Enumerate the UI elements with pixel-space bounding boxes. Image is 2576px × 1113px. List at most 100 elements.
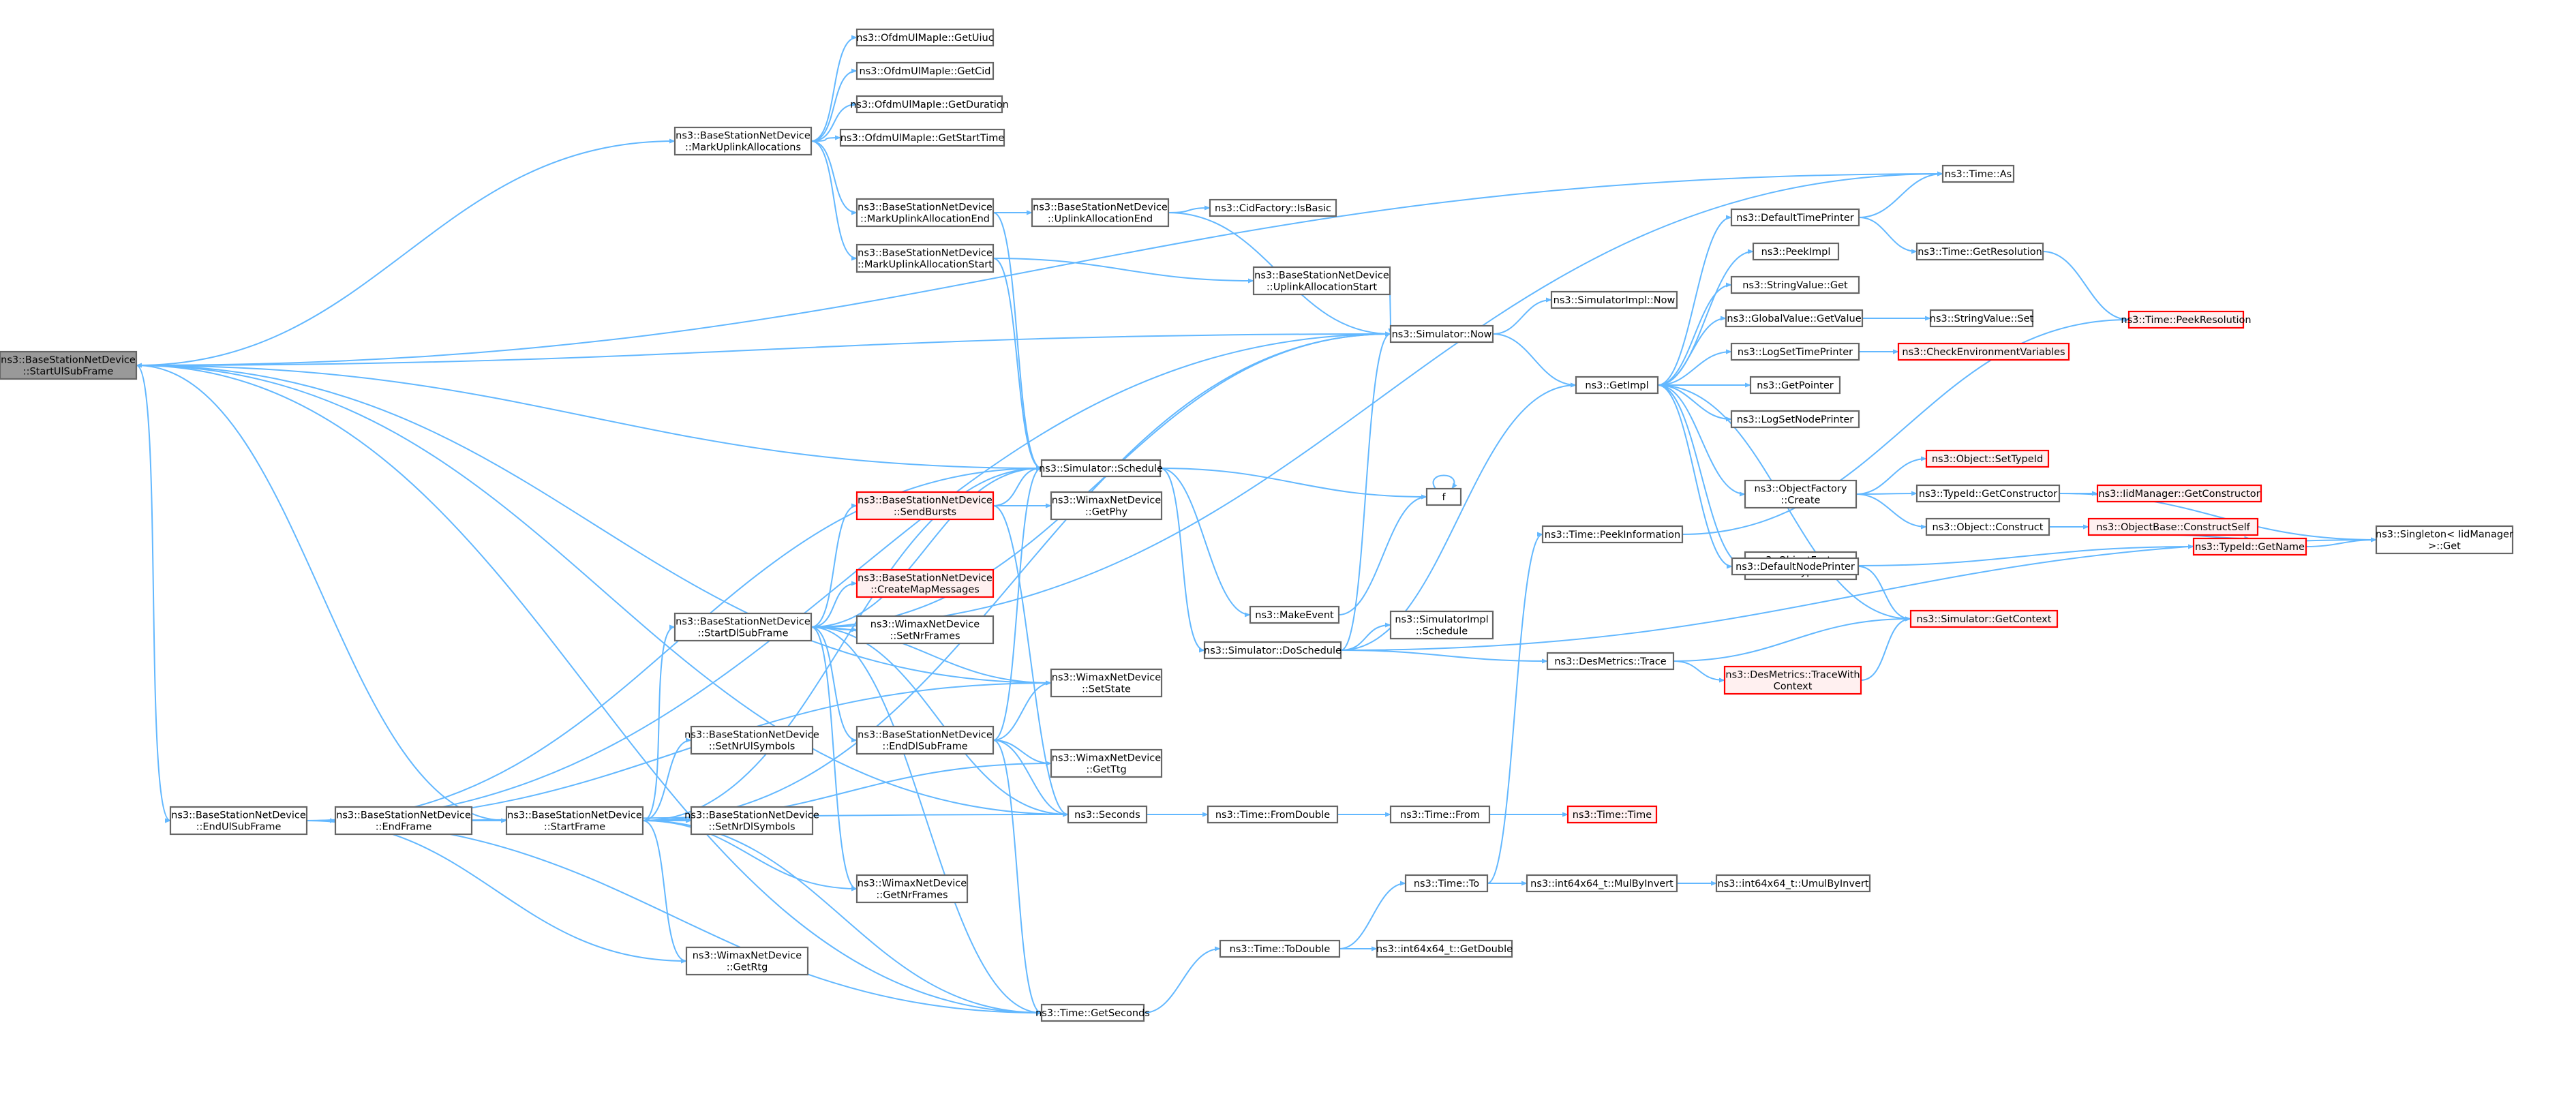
node-ns3-basestationnetdevice-startframe[interactable]: ns3::BaseStationNetDevice::StartFrame <box>505 806 644 836</box>
node-ns3-cidfactory-isbasic[interactable]: ns3::CidFactory::IsBasic <box>1209 198 1337 217</box>
node-label-line: ns3::TypeId::GetConstructor <box>1919 489 2057 500</box>
node-ns3-simulator-getcontext[interactable]: ns3::Simulator::GetContext <box>1909 609 2059 628</box>
edge-line <box>306 820 687 964</box>
node-ns3-makeevent[interactable]: ns3::MakeEvent <box>1249 605 1340 624</box>
node-ns3-object-construct[interactable]: ns3::Object::Construct <box>1925 517 2050 536</box>
node-ns3-checkenvironmentvariables[interactable]: ns3::CheckEnvironmentVariables <box>1897 342 2070 361</box>
node-ns3-time-to[interactable]: ns3::Time::To <box>1404 874 1489 893</box>
node-label-line: ::MarkUplinkAllocations <box>685 142 801 153</box>
node-ns3-wimaxnetdevice-getphy[interactable]: ns3::WimaxNetDevice::GetPhy <box>1050 491 1163 521</box>
node-ns3-time-as[interactable]: ns3::Time::As <box>1941 164 2015 183</box>
node-ns3-time-peekresolution[interactable]: ns3::Time::PeekResolution <box>2121 310 2252 329</box>
node-ns3-simulator-schedule[interactable]: ns3::Simulator::Schedule <box>1039 459 1163 478</box>
node-ns3-wimaxnetdevice-getnrframes[interactable]: ns3::WimaxNetDevice::GetNrFrames <box>855 874 969 904</box>
node-label-line: ns3::GetPointer <box>1757 380 1834 391</box>
edge-line <box>992 740 1042 1016</box>
node-layer: ns3::BaseStationNetDevice::StartUlSubFra… <box>0 28 2514 1022</box>
node-ns3-ofdmulmapie-getcid[interactable]: ns3::OfdmUlMapIe::GetCid <box>855 61 995 80</box>
node-ns3-basestationnetdevice-setnrdlsymbols[interactable]: ns3::BaseStationNetDevice::SetNrDlSymbol… <box>684 806 819 836</box>
node-box <box>855 568 995 598</box>
edge-n23-to-n42 <box>1657 384 1733 569</box>
node-ns3-seconds[interactable]: ns3::Seconds <box>1067 805 1148 824</box>
node-ns3-simulator-doschedule[interactable]: ns3::Simulator::DoSchedule <box>1203 641 1342 660</box>
node-ns3-defaulttimeprinter[interactable]: ns3::DefaultTimePrinter <box>1730 208 1860 227</box>
edge-n43-to-n26 <box>810 466 1042 628</box>
edge-line <box>642 624 676 821</box>
edge-line <box>136 171 1943 366</box>
node-ns3-objectfactory-create[interactable]: ns3::ObjectFactory::Create <box>1744 479 1858 509</box>
node-ns3-ofdmulmapie-getuiuc[interactable]: ns3::OfdmUlMapIe::GetUiuc <box>855 28 995 47</box>
node-ns3-time-getresolution[interactable]: ns3::Time::GetResolution <box>1915 242 2044 261</box>
node-box <box>855 243 995 273</box>
node-ns3-int64x64-t-mulbyinvert[interactable]: ns3::int64x64_t::MulByInvert <box>1526 874 1678 893</box>
node-ns3-globalvalue-getvalue[interactable]: ns3::GlobalValue::GetValue <box>1725 309 1864 328</box>
node-ns3-basestationnetdevice-uplinkallocationend[interactable]: ns3::BaseStationNetDevice::UplinkAllocat… <box>1031 198 1170 228</box>
edge-n0-to-n58 <box>136 365 1069 817</box>
node-f[interactable]: f <box>1425 487 1462 506</box>
node-ns3-basestationnetdevice-sendbursts[interactable]: ns3::BaseStationNetDevice::SendBursts <box>855 491 995 521</box>
node-ns3-basestationnetdevice-setnrulsymbols[interactable]: ns3::BaseStationNetDevice::SetNrUlSymbol… <box>684 725 819 755</box>
node-ns3-int64x64-t-getdouble[interactable]: ns3::int64x64_t::GetDouble <box>1376 939 1513 958</box>
node-ns3-desmetrics-trace[interactable]: ns3::DesMetrics::Trace <box>1546 652 1675 671</box>
node-ns3-time-time[interactable]: ns3::Time::Time <box>1566 805 1658 824</box>
node-label-line: ::MarkUplinkAllocationStart <box>858 260 992 271</box>
node-ns3-basestationnetdevice-uplinkallocationstart[interactable]: ns3::BaseStationNetDevice::UplinkAllocat… <box>1252 266 1391 296</box>
node-ns3-objectbase-constructself[interactable]: ns3::ObjectBase::ConstructSelf <box>2087 517 2259 536</box>
edge-n0-to-n5 <box>136 138 676 366</box>
node-box <box>1207 805 1339 824</box>
node-ns3-simulatorimpl-now[interactable]: ns3::SimulatorImpl::Now <box>1550 290 1678 309</box>
edge-line <box>1160 468 1427 500</box>
node-box <box>1752 242 1840 261</box>
node-ns3-basestationnetdevice-markuplinkallocationend[interactable]: ns3::BaseStationNetDevice::MarkUplinkAll… <box>855 198 995 228</box>
node-ns3-stringvalue-set[interactable]: ns3::StringValue::Set <box>1930 309 2034 328</box>
node-ns3-basestationnetdevice-markuplinkallocationstart[interactable]: ns3::BaseStationNetDevice::MarkUplinkAll… <box>855 243 995 273</box>
edge-line <box>1340 622 1391 651</box>
node-ns3-time-peekinformation[interactable]: ns3::Time::PeekInformation <box>1541 525 1684 544</box>
node-ns3-iidmanager-getconstructor[interactable]: ns3::IidManager::GetConstructor <box>2096 484 2262 503</box>
node-ns3-object-settypeid[interactable]: ns3::Object::SetTypeId <box>1925 449 2050 468</box>
node-ns3-logsettimeprinter[interactable]: ns3::LogSetTimePrinter <box>1730 342 1860 361</box>
node-ns3-basestationnetdevice-endframe[interactable]: ns3::BaseStationNetDevice::EndFrame <box>334 806 473 836</box>
node-label-line: >::Get <box>2428 541 2461 552</box>
node-ns3-basestationnetdevice-enddlsubframe[interactable]: ns3::BaseStationNetDevice::EndDlSubFrame <box>855 725 995 755</box>
node-ns3-simulator-now[interactable]: ns3::Simulator::Now <box>1389 324 1494 344</box>
node-ns3-time-fromdouble[interactable]: ns3::Time::FromDouble <box>1207 805 1339 824</box>
node-ns3-wimaxnetdevice-setstate[interactable]: ns3::WimaxNetDevice::SetState <box>1050 668 1163 698</box>
node-label-line: ns3::Time::PeekInformation <box>1545 530 1680 540</box>
node-ns3-typeid-getname[interactable]: ns3::TypeId::GetName <box>2192 537 2307 556</box>
node-ns3-getimpl[interactable]: ns3::GetImpl <box>1575 376 1659 395</box>
node-ns3-logsetnodeprinter[interactable]: ns3::LogSetNodePrinter <box>1730 410 1860 429</box>
edge-line <box>810 171 1943 628</box>
node-box <box>1031 198 1170 228</box>
node-ns3-wimaxnetdevice-getttg[interactable]: ns3::WimaxNetDevice::GetTtg <box>1050 748 1163 778</box>
node-ns3-wimaxnetdevice-setnrframes[interactable]: ns3::WimaxNetDevice::SetNrFrames <box>855 615 995 645</box>
edge-line <box>810 35 858 142</box>
node-box <box>855 28 995 47</box>
node-ns3-basestationnetdevice-endulsubframe[interactable]: ns3::BaseStationNetDevice::EndUlSubFrame <box>169 806 308 836</box>
node-box <box>1925 449 2050 468</box>
node-ns3-basestationnetdevice-startdlsubframe[interactable]: ns3::BaseStationNetDevice::StartDlSubFra… <box>673 612 813 642</box>
node-label-line: ns3::BaseStationNetDevice <box>858 495 992 506</box>
node-ns3-defaultnodeprinter[interactable]: ns3::DefaultNodePrinter <box>1731 557 1860 576</box>
node-ns3-ofdmulmapie-getduration[interactable]: ns3::OfdmUlMapIe::GetDuration <box>850 95 1009 114</box>
node-ns3-ofdmulmapie-getstarttime[interactable]: ns3::OfdmUlMapIe::GetStartTime <box>839 128 1005 147</box>
node-label-line: ns3::Time::GetSeconds <box>1035 1008 1150 1019</box>
node-box <box>855 725 995 755</box>
node-ns3-peekimpl[interactable]: ns3::PeekImpl <box>1752 242 1840 261</box>
node-ns3-stringvalue-get[interactable]: ns3::StringValue::Get <box>1730 275 1860 294</box>
node-ns3-getpointer[interactable]: ns3::GetPointer <box>1749 376 1841 395</box>
node-ns3-int64x64-t-umulbyinvert[interactable]: ns3::int64x64_t::UmulByInvert <box>1715 874 1871 893</box>
node-ns3-time-from[interactable]: ns3::Time::From <box>1389 805 1491 824</box>
node-ns3-wimaxnetdevice-getrtg[interactable]: ns3::WimaxNetDevice::GetRtg <box>685 946 809 976</box>
node-ns3-typeid-getconstructor[interactable]: ns3::TypeId::GetConstructor <box>1915 484 2061 503</box>
node-box <box>2127 310 2245 329</box>
edge-line <box>136 138 676 366</box>
node-ns3-simulatorimpl-schedule[interactable]: ns3::SimulatorImpl::Schedule <box>1389 610 1494 640</box>
node-ns3-time-todouble[interactable]: ns3::Time::ToDouble <box>1219 939 1341 958</box>
node-ns3-singleton-iidmanager-get[interactable]: ns3::Singleton< IidManager >::Get <box>2375 525 2514 555</box>
node-ns3-basestationnetdevice-createmapmessages[interactable]: ns3::BaseStationNetDevice::CreateMapMess… <box>855 568 995 598</box>
node-ns3-basestationnetdevice-startulsubframe[interactable]: ns3::BaseStationNetDevice::StartUlSubFra… <box>0 350 138 380</box>
node-ns3-time-getseconds[interactable]: ns3::Time::GetSeconds <box>1035 1003 1150 1022</box>
node-ns3-basestationnetdevice-markuplinkallocations[interactable]: ns3::BaseStationNetDevice::MarkUplinkAll… <box>673 126 813 156</box>
